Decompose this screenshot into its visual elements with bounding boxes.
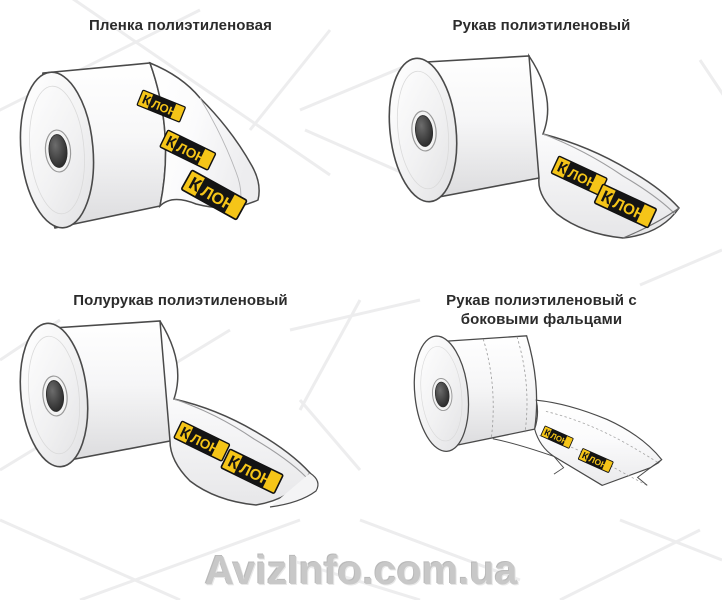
brand-logo: К ЛОН: [159, 129, 217, 171]
tube-upper-edge: [542, 133, 676, 215]
roll-face-inner-ring: [396, 70, 450, 190]
panel-title-film: Пленка полиэтиленовая: [89, 17, 272, 34]
polyethylene-sleeve-with-side-gussets-illustration: К ЛОН К ЛОН: [413, 335, 663, 487]
gusseted-sleeve-panel: [534, 399, 663, 487]
panel-sleeve-gussets: Рукав полиэтиленовый с боковыми фальцами: [361, 283, 722, 558]
gusset-triangle-right: [636, 467, 651, 486]
panel-title-sleeve: Рукав полиэтиленовый: [452, 17, 631, 34]
panel-half-sleeve: Полурукав полиэтиленовый: [0, 283, 361, 558]
panel-title-line-2: боковыми фальцами: [460, 311, 623, 328]
core-hole: [414, 115, 434, 147]
sheet-upper-edge: [173, 398, 307, 478]
film-sheet: [148, 61, 260, 209]
gusset-corner: [650, 459, 662, 469]
polyethylene-half-sleeve-roll-illustration: К ЛОН К ЛОН: [19, 320, 319, 508]
panel-sleeve: Рукав полиэтиленовый: [361, 8, 722, 283]
half-sleeve-sheet: [159, 320, 311, 506]
open-side-flap: [269, 472, 319, 508]
polyethylene-film-roll-illustration: К ЛОН К ЛОН К ЛОН: [19, 61, 260, 229]
polyethylene-sleeve-roll-illustration: К ЛОН К ЛОН: [388, 53, 680, 239]
sheet-fold-line: [199, 97, 242, 205]
panel-title-half-sleeve: Полурукав полиэтиленовый: [73, 292, 288, 309]
panel-lower-edge: [492, 438, 603, 486]
roll-face-inner-ring: [27, 335, 81, 455]
core-hole: [434, 381, 450, 408]
site-watermark: AvizInfo.com.ua: [204, 547, 518, 593]
core-hole: [45, 380, 65, 412]
svg-text:К: К: [580, 450, 590, 462]
roll-face-inner-ring: [420, 346, 463, 442]
panel-gusset-line-bottom: [539, 435, 648, 486]
panel-title-sleeve-gussets: Рукав полиэтиленовый с боковыми фальцами: [361, 291, 722, 329]
roll-gusset-line: [516, 336, 528, 433]
roll-face-inner-ring: [29, 85, 85, 215]
brand-logo: К ЛОН: [181, 169, 248, 221]
brand-logo: К ЛОН: [593, 183, 657, 229]
core-hole: [48, 134, 68, 168]
panel-title-line-1: Рукав полиэтиленовый с: [446, 292, 637, 309]
svg-text:К: К: [543, 427, 553, 439]
tube-open-end: [622, 207, 680, 239]
gusset-triangle-left: [553, 456, 565, 475]
panel-film: Пленка полиэтиленовая: [0, 8, 361, 283]
roll-gusset-line: [482, 338, 494, 439]
